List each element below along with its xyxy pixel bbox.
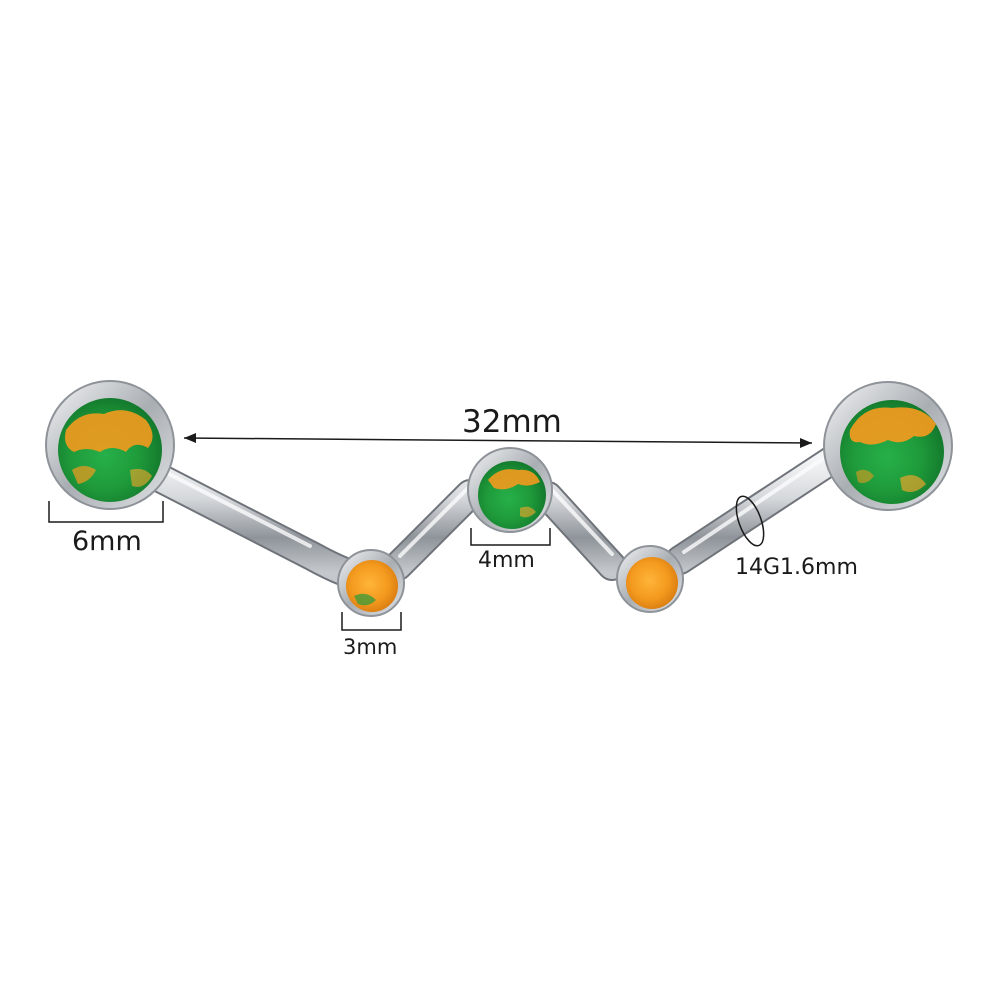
small-stone-left	[337, 549, 405, 617]
small-stone-right	[616, 545, 684, 613]
length-dimension-arrow	[183, 433, 813, 448]
barbell-bar	[145, 443, 850, 587]
large-stone-right	[823, 381, 953, 511]
large-stone-bracket	[48, 501, 164, 523]
gauge-label: 14G1.6mm	[735, 555, 858, 580]
small-stone-label: 3mm	[343, 635, 398, 659]
large-stone-label: 6mm	[72, 526, 142, 557]
medium-stone-center	[467, 447, 553, 533]
gauge-ring-marker	[735, 495, 765, 547]
medium-stone-bracket	[470, 528, 551, 546]
large-stone-left	[45, 380, 175, 510]
length-label: 32mm	[462, 404, 562, 440]
small-stone-bracket	[341, 612, 402, 631]
medium-stone-label: 4mm	[478, 548, 535, 573]
